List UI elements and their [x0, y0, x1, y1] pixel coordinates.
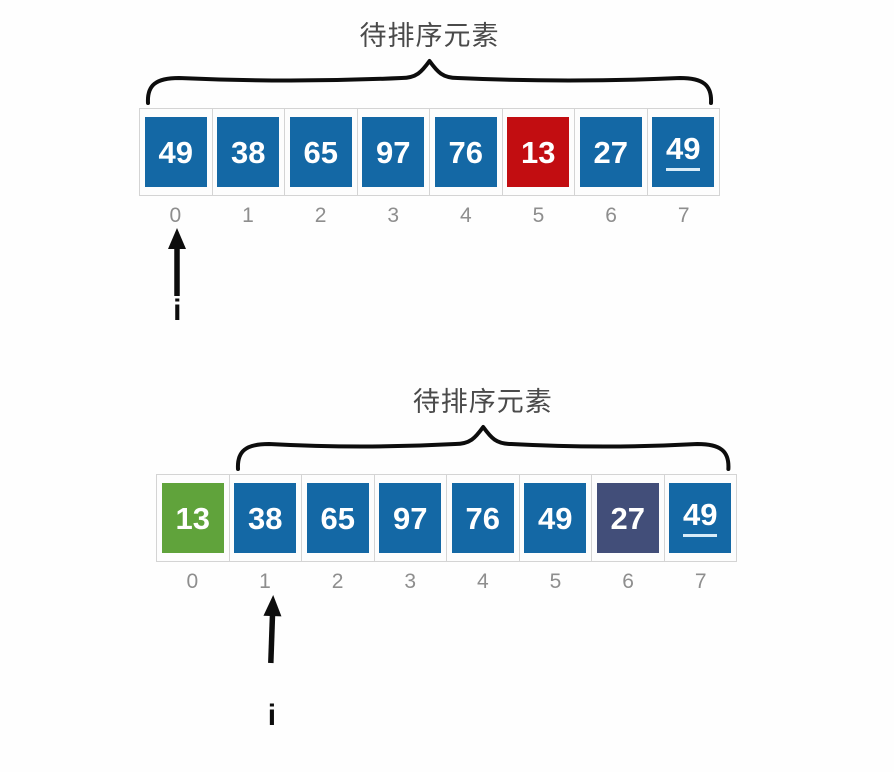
array-cell-square: 27 — [579, 117, 642, 187]
cell-index: 3 — [387, 204, 400, 227]
cell-value: 65 — [303, 134, 338, 170]
cell-value: 38 — [231, 134, 266, 170]
index-row: 0 1 2 3 4 5 6 7 — [139, 204, 720, 228]
array-cell: 49 — [648, 109, 720, 195]
array-cell: 13 — [157, 475, 230, 561]
array-cell: 13 — [503, 109, 575, 195]
cell-value: 65 — [320, 500, 355, 536]
array-cell: 76 — [430, 109, 503, 195]
panel-title: 待排序元素 — [412, 387, 553, 417]
cell-value: 76 — [448, 134, 483, 170]
array-cell-square: 97 — [362, 117, 425, 187]
array-cell: 38 — [230, 475, 302, 561]
array-cell: 65 — [302, 475, 375, 561]
array-strip: 49 38 65 97 76 13 27 49 — [139, 108, 720, 196]
cell-index: 5 — [549, 570, 562, 593]
cell-value: 97 — [376, 134, 411, 170]
array-cell: 49 — [140, 109, 213, 195]
cell-value: 49 — [538, 500, 573, 536]
cell-index: 1 — [259, 570, 271, 593]
cell-index: 6 — [622, 570, 634, 593]
pointer-label: i — [173, 294, 182, 327]
array-cell-square: 49 — [669, 483, 732, 553]
array-cell-square: 38 — [234, 483, 297, 553]
array-cell: 49 — [520, 475, 592, 561]
array-cell-square: 65 — [289, 117, 352, 187]
array-cell-square: 13 — [507, 117, 570, 187]
cell-index: 7 — [677, 204, 690, 227]
cell-index: 3 — [404, 570, 417, 593]
cell-value: 49 — [666, 133, 701, 171]
array-cell: 97 — [358, 109, 430, 195]
pointer-arrow-icon — [168, 228, 187, 296]
array-cell: 49 — [665, 475, 737, 561]
cell-value: 76 — [465, 500, 500, 536]
cell-index: 2 — [331, 570, 344, 593]
cell-value: 49 — [683, 499, 718, 537]
cell-index: 0 — [186, 570, 199, 593]
cell-index: 2 — [314, 204, 327, 227]
array-cell-square: 76 — [451, 483, 514, 553]
array-cell-square: 27 — [596, 483, 659, 553]
brace-icon — [145, 59, 714, 105]
cell-value: 49 — [158, 134, 193, 170]
array-cell: 76 — [447, 475, 520, 561]
array-cell-square: 13 — [161, 483, 224, 553]
array-cell: 97 — [375, 475, 447, 561]
array-cell-square: 49 — [524, 483, 587, 553]
panel-title: 待排序元素 — [359, 21, 500, 51]
cell-value: 27 — [610, 500, 645, 536]
pointer-label: i — [267, 699, 277, 732]
cell-index: 5 — [532, 204, 545, 227]
array-cell: 38 — [213, 109, 285, 195]
array-cell: 27 — [592, 475, 665, 561]
cell-value: 38 — [248, 500, 283, 536]
cell-value: 13 — [175, 500, 210, 536]
cell-index: 7 — [694, 570, 707, 593]
array-cell: 65 — [285, 109, 358, 195]
array-cell-square: 49 — [144, 117, 207, 187]
cell-index: 6 — [605, 204, 617, 227]
cell-value: 97 — [393, 500, 428, 536]
brace-icon — [235, 425, 731, 471]
array-strip: 13 38 65 97 76 49 27 49 — [156, 474, 737, 562]
array-cell-square: 97 — [379, 483, 442, 553]
cell-value: 13 — [521, 134, 556, 170]
array-cell-square: 76 — [434, 117, 497, 187]
cell-value: 27 — [593, 134, 628, 170]
index-row: 0 1 2 3 4 5 6 7 — [156, 570, 737, 594]
cell-index: 1 — [242, 204, 254, 227]
array-cell-square: 38 — [217, 117, 280, 187]
pointer-arrow-icon — [263, 595, 282, 664]
cell-index: 4 — [476, 570, 489, 593]
cell-index: 4 — [459, 204, 472, 227]
array-cell: 27 — [575, 109, 648, 195]
array-cell-square: 65 — [306, 483, 369, 553]
cell-index: 0 — [169, 204, 182, 227]
array-cell-square: 49 — [652, 117, 715, 187]
